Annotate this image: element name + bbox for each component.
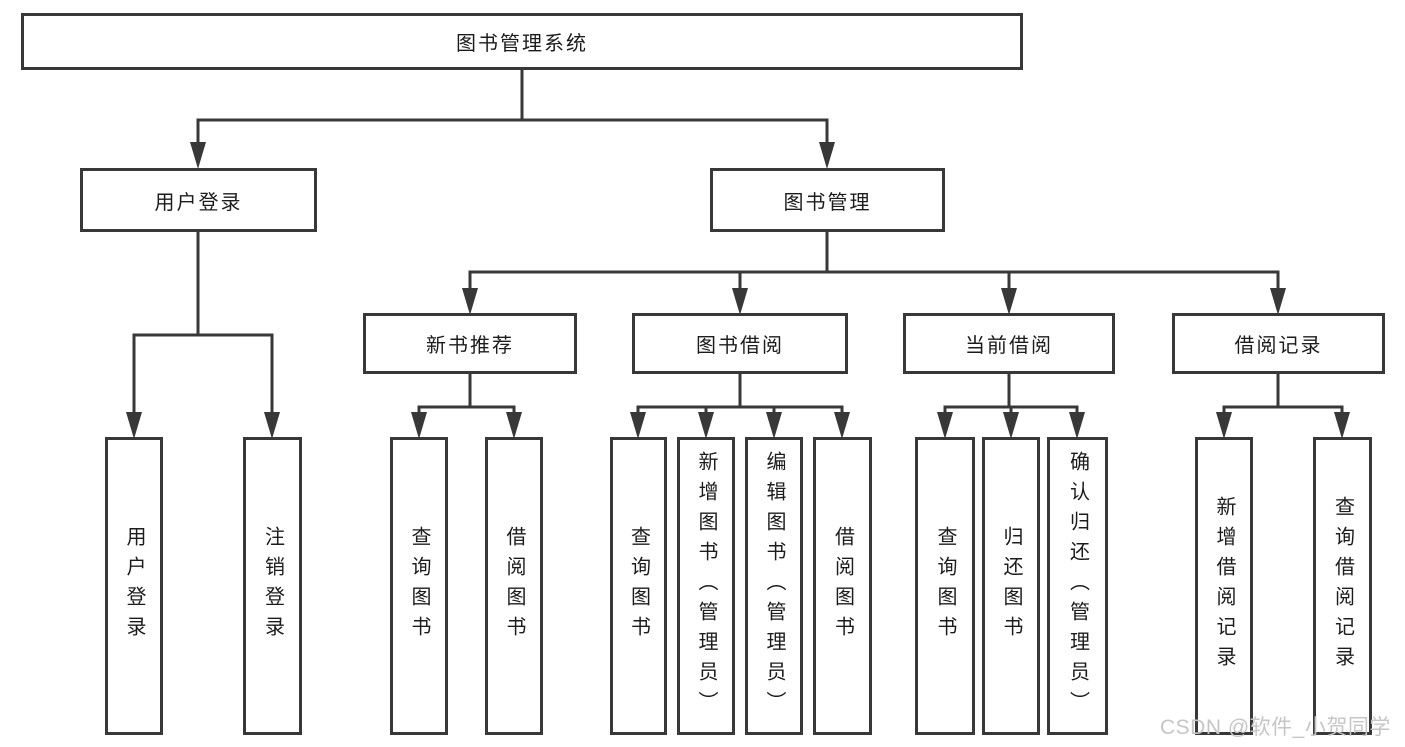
leaf-label: 借阅图书: [503, 526, 525, 646]
node-current-borrowing: 当前借阅: [903, 313, 1115, 374]
leaf-label: 查询图书: [627, 526, 650, 646]
leaf-records-add-borrow-record: 新增借阅记录: [1195, 437, 1253, 735]
leaf-recommend-borrow-books: 借阅图书: [485, 437, 543, 735]
leaf-label: 确认归还（管理员）: [1066, 451, 1089, 721]
leaf-user-login: 用户登录: [105, 437, 163, 735]
leaf-label: 用户登录: [123, 526, 145, 646]
node-root-library-management-system: 图书管理系统: [21, 13, 1023, 70]
leaf-current-confirm-return-admin: 确认归还（管理员）: [1047, 437, 1108, 735]
leaf-borrow-query-books: 查询图书: [610, 437, 667, 735]
leaf-recommend-query-books: 查询图书: [390, 437, 448, 735]
leaf-label: 借阅图书: [831, 526, 854, 646]
arrowhead-icons: [126, 142, 1350, 439]
node-user-login: 用户登录: [80, 168, 317, 232]
leaf-label: 编辑图书（管理员）: [763, 451, 785, 721]
leaf-borrow-borrow-books: 借阅图书: [813, 437, 872, 735]
leaf-current-return-books: 归还图书: [982, 437, 1040, 735]
leaf-borrow-add-books-admin: 新增图书（管理员）: [677, 437, 735, 735]
leaf-current-query-books: 查询图书: [915, 437, 975, 735]
leaf-logout-login: 注销登录: [243, 437, 302, 735]
node-new-book-recommendation: 新书推荐: [363, 313, 577, 374]
leaf-label: 归还图书: [1000, 526, 1022, 646]
leaf-label: 注销登录: [261, 526, 284, 646]
csdn-watermark: CSDN @软件_小贺同学: [1160, 716, 1391, 739]
node-borrowing-records: 借阅记录: [1172, 313, 1385, 374]
leaf-label: 查询图书: [934, 526, 956, 646]
leaf-label: 新增图书（管理员）: [695, 451, 717, 721]
leaf-borrow-edit-books-admin: 编辑图书（管理员）: [745, 437, 803, 735]
node-book-borrowing: 图书借阅: [632, 313, 848, 374]
leaf-label: 新增借阅记录: [1213, 496, 1235, 676]
leaf-label: 查询借阅记录: [1331, 496, 1354, 676]
leaf-records-query-borrow-record: 查询借阅记录: [1313, 437, 1372, 735]
leaf-label: 查询图书: [408, 526, 430, 646]
node-book-management: 图书管理: [710, 168, 945, 232]
